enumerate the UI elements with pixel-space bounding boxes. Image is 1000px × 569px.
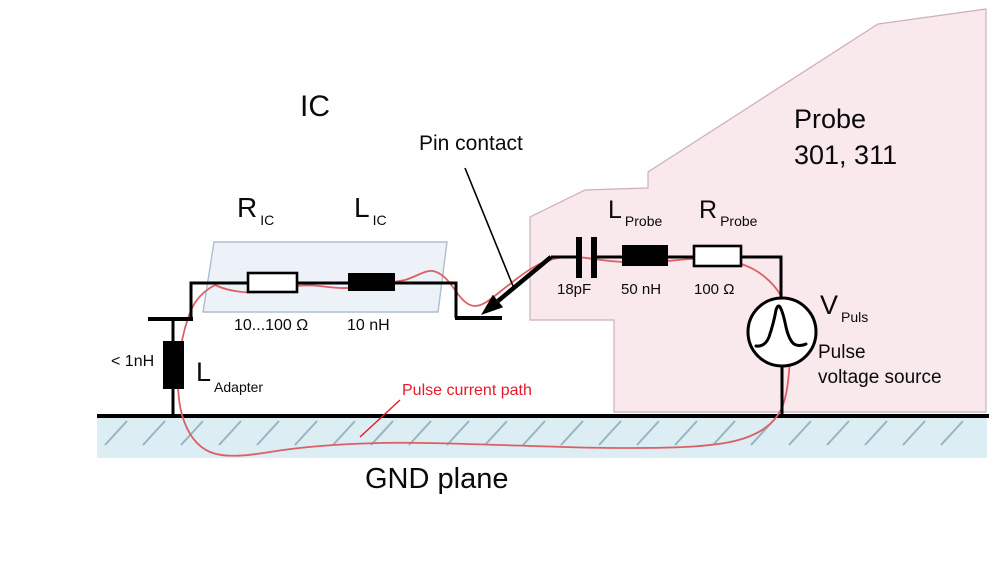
value-r-ic: 10...100 Ω — [234, 317, 309, 334]
value-r-probe: 100 Ω — [694, 281, 735, 298]
probe-arrowhead-icon — [481, 294, 504, 315]
ic-branch-wire — [189, 281, 458, 320]
resistor-r-ic — [246, 271, 299, 294]
probe-region — [529, 8, 987, 413]
pulse-source-description: Pulse voltage source — [818, 340, 942, 390]
r-probe-symbol: R — [699, 196, 718, 224]
inductor-l-adapter — [163, 341, 184, 389]
r-ic-symbol: R — [237, 192, 258, 223]
value-l-ic: 10 nH — [347, 317, 390, 334]
l-probe-sub: Probe — [624, 213, 663, 229]
pulse-current-path — [177, 256, 791, 457]
value-c-probe: 18pF — [557, 281, 592, 298]
r-probe-sub: Probe — [720, 213, 758, 229]
probe-name: Probe — [794, 104, 867, 134]
l-probe-symbol: L — [608, 196, 622, 224]
pulse-source-circle — [746, 296, 818, 368]
pulse-source-desc-line2: voltage source — [818, 367, 942, 388]
probe-models: 301, 311 — [794, 140, 898, 170]
gnd-plane-label: GND plane — [365, 463, 509, 495]
pulse-source-desc-line1: Pulse — [818, 342, 866, 363]
pin-contact-label: Pin contact — [419, 132, 523, 155]
current-path-leader-line — [359, 399, 401, 438]
ic-package — [202, 241, 448, 313]
inductor-l-ic — [348, 273, 395, 291]
resistor-r-probe — [692, 244, 743, 268]
probe-title: Probe 301, 311 — [794, 101, 897, 173]
pulse-waveform-icon — [754, 304, 808, 348]
pulse-current-path-label: Pulse current path — [402, 382, 532, 399]
v-puls-symbol: V — [820, 290, 839, 320]
gnd-hatching — [104, 420, 964, 446]
value-l-probe: 50 nH — [621, 281, 662, 298]
capacitor-c-probe — [576, 237, 597, 278]
ic-title: IC — [300, 90, 330, 123]
v-puls-sub: Puls — [841, 309, 869, 325]
l-adapter-sub: Adapter — [214, 379, 264, 395]
inductor-l-probe — [622, 245, 668, 266]
l-ic-sub: IC — [372, 212, 387, 228]
l-adapter-symbol: L — [196, 357, 212, 387]
pin-contact-leader-line — [464, 167, 514, 287]
l-ic-symbol: L — [354, 192, 370, 223]
probe-contact-arm — [496, 255, 553, 303]
value-l-adapter: < 1nH — [111, 353, 155, 370]
r-ic-sub: IC — [260, 212, 275, 228]
